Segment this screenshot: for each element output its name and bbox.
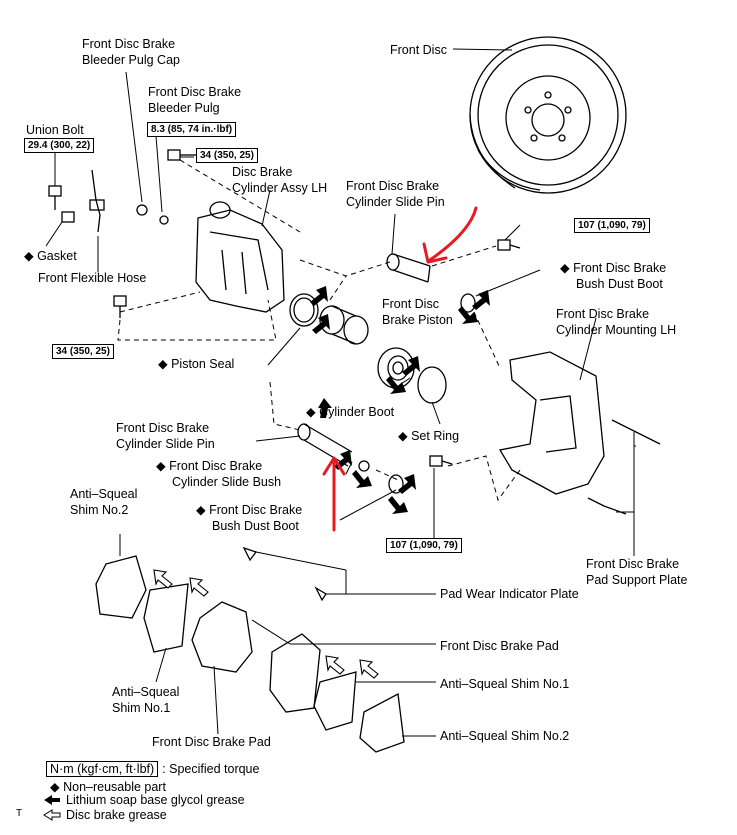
bolts [48,149,521,467]
torque-mounting-top: 107 (1,090, 79) [574,218,650,233]
legend-lithium: Lithium soap base glycol grease [66,793,245,807]
label-pad-right: Front Disc Brake Pad [440,639,559,653]
label-cylinder-boot: ◆ Cylinder Boot [306,405,395,419]
legend-unit-box: N·m (kgf·cm, ft·lbf) [46,761,159,777]
shim-no2-right [359,692,405,753]
slide-pin-top-shape [386,253,431,283]
disc-grease-arrow-icon [43,809,61,821]
red-annotation-arrows [322,206,478,532]
label-front-disc: Front Disc [390,43,447,57]
lithium-arrow-icon [44,795,60,805]
label-pad-bottom: Front Disc Brake Pad [152,735,271,749]
label-set-ring: ◆ Set Ring [398,429,460,443]
piston-shape [319,305,369,345]
wear-indicator-shapes [242,546,327,602]
label-flexible-hose: Front Flexible Hose [38,271,147,285]
legend-disc-grease: Disc brake grease [66,808,167,822]
shim-no1-left [143,583,189,653]
set-ring-shape [417,366,447,404]
flexible-hose [89,169,105,233]
torque-mounting-bottom: 107 (1,090, 79) [386,538,462,553]
outline-arrows [153,569,379,679]
leader-lines [45,48,636,737]
legend-non-reusable: ◆ Non–reusable part [50,780,166,794]
pad-right [269,633,321,713]
caliper-body [195,201,285,313]
support-plate-upper [611,419,661,445]
torque-cylinder-bolt-left: 34 (350, 25) [52,344,114,359]
label-piston-seal: ◆ Piston Seal [158,357,235,371]
legend-corner-mark: T [16,808,23,819]
mounting-shape [498,351,605,495]
legend-unit-text: : Specified torque [162,762,260,776]
assembly-dashed-lines [117,159,521,502]
label-shim1-right: Anti–Squeal Shim No.1 [440,677,570,691]
shim-no1-right [313,671,357,731]
piston-seal-ring [289,293,319,327]
shim-no2-left [95,555,147,619]
pad-left [191,601,253,673]
label-shim2-right: Anti–Squeal Shim No.2 [440,729,570,743]
front-disc-rotor [469,36,627,194]
label-gasket: ◆ Gasket [24,249,77,263]
torque-cylinder-bolt-top: 34 (350, 25) [196,148,258,163]
label-union-bolt: Union Bolt [26,123,84,137]
torque-bleeder-plug: 8.3 (85, 74 in.·lbf) [147,122,237,137]
support-plate-lower [587,497,627,515]
legend-torque: N·m (kgf·cm, ft·lbf): Specified torque [46,761,260,777]
label-pad-wear: Pad Wear Indicator Plate [440,587,579,601]
torque-union-bolt: 29.4 (300, 22) [24,138,95,153]
